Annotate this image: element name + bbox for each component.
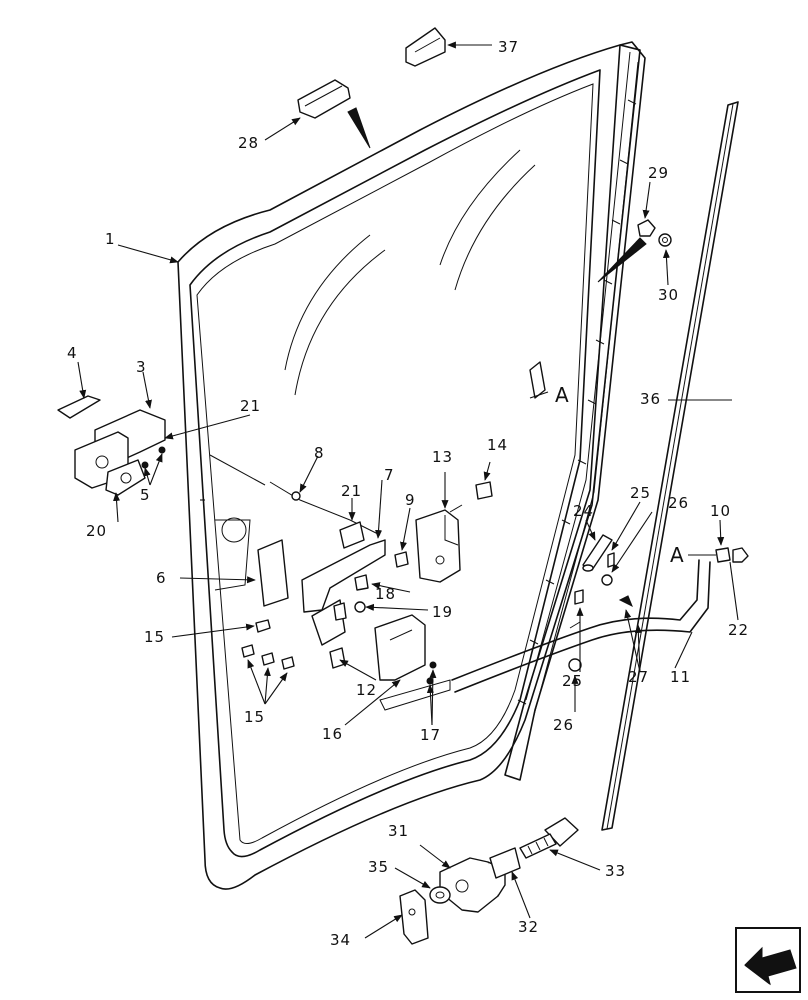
part-10-clip — [715, 547, 731, 563]
part-16-striker — [374, 614, 451, 711]
callout-17: 17 — [420, 726, 441, 744]
callout-22: 22 — [728, 621, 749, 639]
callout-29: 29 — [648, 164, 669, 182]
callout-35: 35 — [368, 858, 389, 876]
part-26-nuts — [568, 574, 613, 672]
callout-9: 9 — [405, 491, 416, 509]
callout-4: 4 — [67, 344, 78, 362]
callout-28: 28 — [238, 134, 259, 152]
part-27-pin — [618, 595, 633, 608]
callout-19: 19 — [432, 603, 453, 621]
part-18-nut — [354, 574, 369, 591]
callout-32: 32 — [518, 918, 539, 936]
callout-33: 33 — [605, 862, 626, 880]
part-20-plate — [105, 459, 146, 496]
next-page-arrow-icon[interactable] — [735, 927, 801, 993]
callout-10: 10 — [710, 502, 731, 520]
callout-24: 24 — [573, 502, 594, 520]
callout-labels: 1 4 3 21 5 20 8 21 7 9 13 14 6 18 19 15 … — [67, 38, 749, 949]
callout-7: 7 — [384, 466, 395, 484]
part-35-washer — [429, 886, 451, 904]
callout-6: 6 — [156, 569, 167, 587]
part-15-screws — [241, 619, 295, 670]
part-4-pad — [57, 395, 101, 419]
part-37-seal-profile — [405, 27, 446, 67]
part-32-bushing — [489, 847, 521, 879]
callout-21-lower: 21 — [341, 482, 362, 500]
callout-3: 3 — [136, 358, 147, 376]
callout-30: 30 — [658, 286, 679, 304]
callout-14: 14 — [487, 436, 508, 454]
callout-15-lower: 15 — [244, 708, 265, 726]
callout-25-upper: 25 — [630, 484, 651, 502]
part-11-rod — [451, 559, 711, 693]
part-13-latch — [415, 504, 463, 583]
callout-12: 12 — [356, 681, 377, 699]
callout-31: 31 — [388, 822, 409, 840]
part-34-block — [399, 889, 429, 945]
hinge-strip — [504, 41, 646, 781]
part-8-clip — [291, 491, 301, 501]
part-22-bolt — [732, 547, 749, 563]
part-29-bolt — [597, 219, 656, 283]
part-6-plate — [257, 539, 289, 607]
reference-A-hinge: A — [555, 383, 569, 407]
part-30-nut — [658, 233, 672, 247]
callout-26-lower: 26 — [553, 716, 574, 734]
callout-26-upper: 26 — [668, 494, 689, 512]
callout-15-upper: 15 — [144, 628, 165, 646]
callout-37: 37 — [498, 38, 519, 56]
door-glass-frame — [177, 44, 641, 890]
callout-21-upper: 21 — [240, 397, 261, 415]
callout-20: 20 — [86, 522, 107, 540]
callout-11: 11 — [670, 668, 691, 686]
part-14-pad — [475, 481, 493, 500]
part-17-screws — [426, 661, 437, 685]
callout-8: 8 — [314, 444, 325, 462]
part-28-seal-profile — [297, 79, 371, 149]
callout-34: 34 — [330, 931, 351, 949]
callout-13: 13 — [432, 448, 453, 466]
reference-A-rod: A — [670, 543, 684, 567]
part-19-bolt — [354, 601, 366, 613]
part-9-bolt — [394, 551, 409, 568]
callout-1: 1 — [105, 230, 116, 248]
leader-lines — [77, 41, 739, 939]
callout-36: 36 — [640, 390, 661, 408]
callout-27: 27 — [628, 668, 649, 686]
door-seal-strip — [601, 101, 739, 831]
callout-5: 5 — [140, 486, 151, 504]
callout-18: 18 — [375, 585, 396, 603]
callout-25-lower: 25 — [562, 672, 583, 690]
part-33-bolt — [519, 817, 579, 859]
callout-16: 16 — [322, 725, 343, 743]
part-24-pin — [582, 534, 613, 572]
